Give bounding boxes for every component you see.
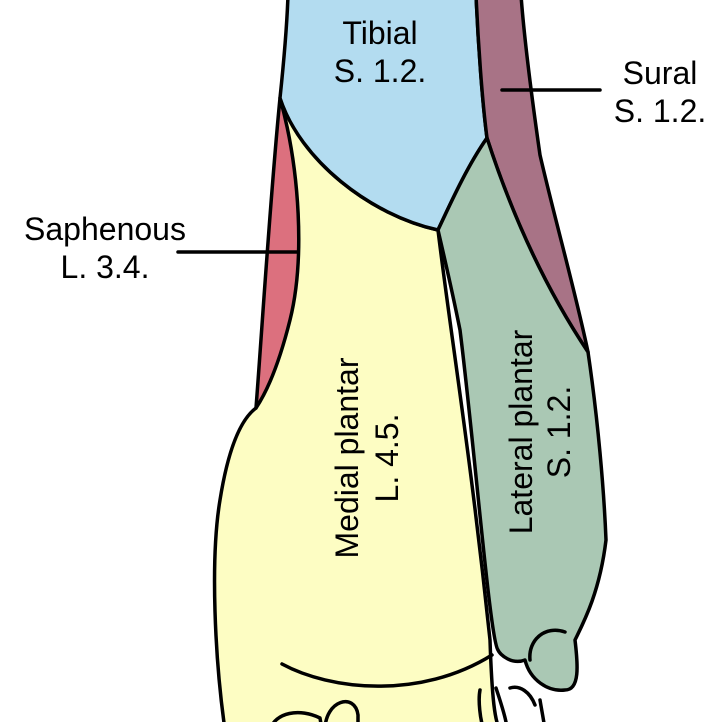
forefoot-crease <box>280 653 494 688</box>
toe-region <box>324 699 360 722</box>
lateral-plantar-label-group: Lateral plantar S. 1.2. <box>503 329 577 534</box>
toe-region <box>272 710 323 722</box>
toe-outline <box>538 698 546 722</box>
saphenous-level-label: L. 3.4. <box>61 249 150 285</box>
tibial-label: Tibial <box>342 15 417 51</box>
medial-plantar-level-label: L. 4.5. <box>369 414 405 503</box>
saphenous-label: Saphenous <box>24 211 186 247</box>
medial-plantar-label: Medial plantar <box>329 357 365 558</box>
tibial-level-label: S. 1.2. <box>334 53 427 89</box>
toe-outline <box>477 688 484 722</box>
toe-outline <box>494 686 508 722</box>
sural-level-label: S. 1.2. <box>614 93 707 129</box>
lateral-plantar-level-label: S. 1.2. <box>541 386 577 479</box>
lateral-plantar-label: Lateral plantar <box>503 329 539 534</box>
medial-plantar-label-group: Medial plantar L. 4.5. <box>329 357 405 558</box>
toe-outline <box>528 628 567 662</box>
lateral-plantar-region <box>436 136 608 692</box>
toe-outline <box>508 685 537 707</box>
sural-label: Sural <box>623 55 698 91</box>
